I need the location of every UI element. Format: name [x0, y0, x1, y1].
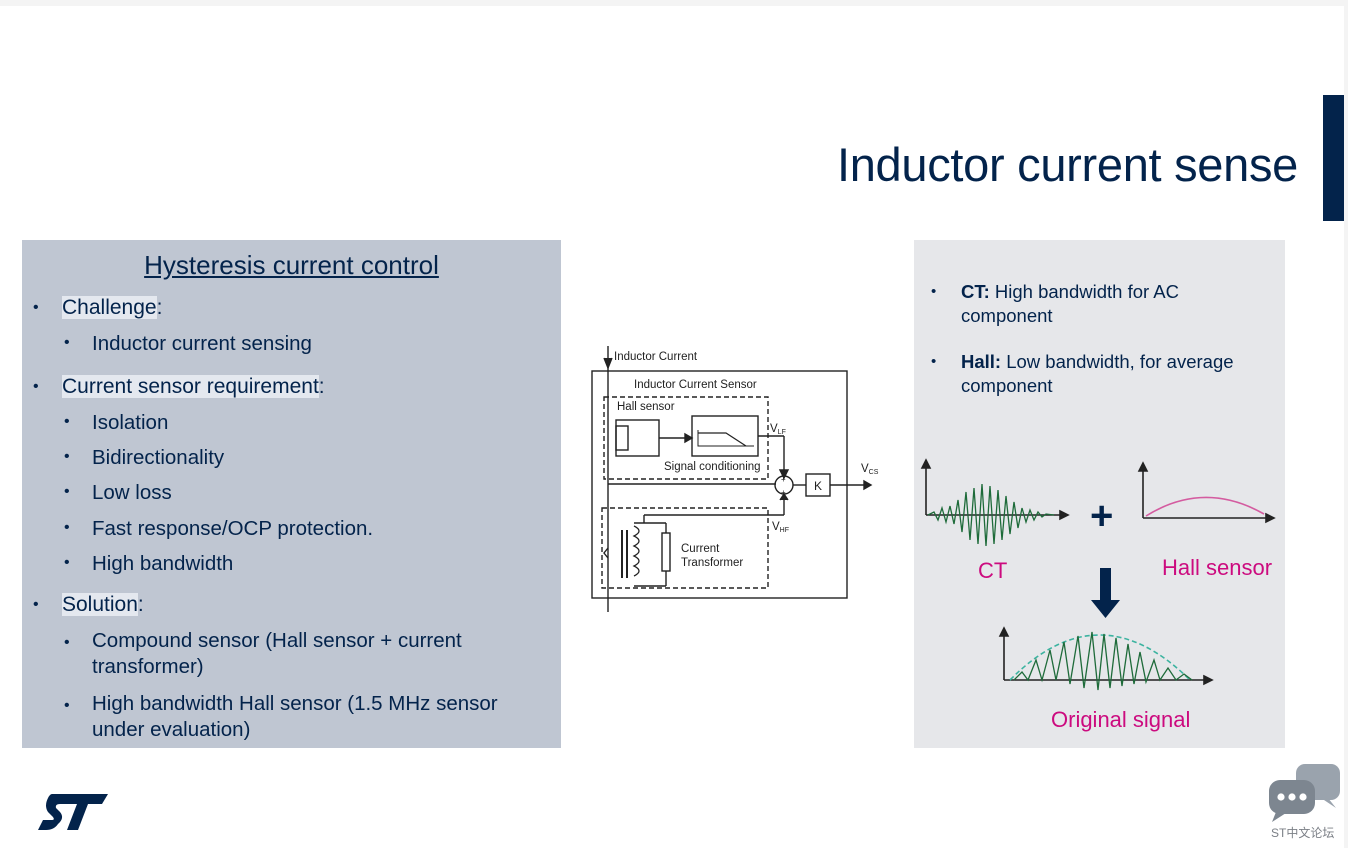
sensor-block-diagram: Inductor Current Inductor Current Sensor…	[591, 346, 879, 612]
original-envelope	[1009, 634, 1191, 681]
vlf-label: VLF	[770, 423, 786, 436]
ct-label-line1: Current	[681, 543, 720, 555]
svg-text:+: +	[781, 475, 786, 484]
sub-bullet-text: Low loss	[92, 481, 172, 504]
panel-heading: Hysteresis current control	[144, 250, 439, 280]
original-waveform	[1013, 631, 1193, 691]
colon: :	[137, 593, 144, 616]
plus-sign: +	[1090, 494, 1114, 538]
bullet-requirement-label: Current sensor requirement	[62, 375, 319, 398]
bullet-challenge: •Challenge:	[33, 296, 163, 319]
inductor-arrow	[603, 357, 613, 370]
ct-signal-label: CT	[978, 558, 1008, 583]
signal-panel: •CT: High bandwidth for AC component •Ha…	[914, 240, 1285, 748]
down-arrow-shaft	[1100, 568, 1111, 602]
sub-bullet: •High bandwidth	[64, 552, 234, 575]
signal-conditioning-label: Signal conditioning	[664, 461, 761, 473]
hall-waveform	[1145, 496, 1265, 517]
title-accent-bar	[1323, 95, 1344, 221]
vhf-label: VHF	[772, 521, 789, 534]
svg-text:+: +	[781, 488, 786, 497]
sub-bullet: •Fast response/OCP protection.	[64, 517, 374, 540]
chat-bubbles-icon[interactable]	[1266, 762, 1342, 822]
right-bullet-ct: •CT: High bandwidth for AC component	[931, 281, 1179, 326]
forum-label[interactable]: ST中文论坛	[1271, 826, 1335, 840]
right-bullet-bold: Hall:	[961, 351, 1002, 372]
hall-sensor-label: Hall sensor	[617, 401, 675, 413]
sub-bullet-text: Inductor current sensing	[92, 332, 312, 355]
bullet-requirement: •Current sensor requirement:	[33, 375, 325, 398]
right-bullet-bold: CT:	[961, 281, 990, 302]
bullet-solution-label: Solution	[62, 593, 138, 616]
gain-label: K	[814, 479, 822, 493]
right-bullet-text: High bandwidth for AC component	[961, 281, 1179, 326]
sensor-box-label: Inductor Current Sensor	[634, 379, 757, 391]
colon: :	[318, 375, 325, 398]
original-signal-label: Original signal	[1051, 707, 1191, 732]
filter-block	[691, 415, 759, 457]
vcs-label: VCS	[861, 463, 879, 476]
slide: Inductor current sense Hysteresis curren…	[0, 6, 1344, 848]
inductor-current-label: Inductor Current	[614, 351, 698, 363]
sub-bullet: •Low loss	[64, 481, 172, 504]
ct-dashed-box	[601, 507, 769, 589]
right-bullet-text: Low bandwidth, for average component	[961, 351, 1234, 396]
hall-signal-label: Hall sensor	[1162, 555, 1273, 580]
bullet-solution: •Solution:	[33, 593, 144, 616]
sub-bullet: •Compound sensor (Hall sensor + current …	[64, 629, 462, 678]
hall-dashed-box	[603, 396, 769, 480]
colon: :	[156, 296, 163, 319]
sub-bullet: •Isolation	[64, 411, 169, 434]
bullet-challenge-label: Challenge	[62, 296, 157, 319]
slide-title: Inductor current sense	[836, 138, 1298, 191]
right-bullet-hall: •Hall: Low bandwidth, for average compon…	[931, 351, 1234, 396]
sub-bullet-text: Compound sensor (Hall sensor + current t…	[92, 629, 462, 678]
sub-bullet: •Inductor current sensing	[64, 332, 312, 355]
ct-label-line2: Transformer	[681, 557, 743, 569]
ct-waveform	[927, 483, 1055, 547]
sub-bullet-text: High bandwidth Hall sensor (1.5 MHz sens…	[92, 692, 498, 741]
hysteresis-panel: Hysteresis current control •Challenge: •…	[22, 240, 561, 748]
down-arrow-head	[1091, 600, 1120, 618]
sub-bullet: •High bandwidth Hall sensor (1.5 MHz sen…	[64, 692, 498, 741]
sub-bullet: •Bidirectionality	[64, 446, 225, 469]
sub-bullet-text: High bandwidth	[92, 552, 234, 575]
st-logo-icon	[38, 794, 108, 830]
sub-bullet-text: Bidirectionality	[92, 446, 225, 469]
sub-bullet-text: Fast response/OCP protection.	[92, 517, 374, 540]
sub-bullet-text: Isolation	[92, 411, 169, 434]
signal-illustration	[920, 458, 1276, 691]
